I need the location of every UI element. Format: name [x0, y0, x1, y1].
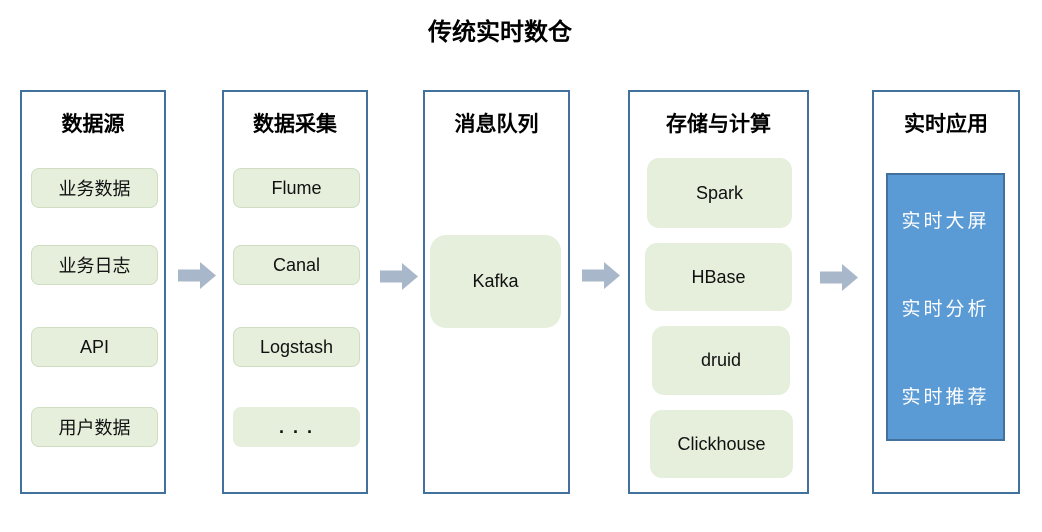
- box-hbase: HBase: [645, 243, 792, 311]
- column-realtime-app: 实时应用 实时大屏 实时分析 实时推荐: [872, 90, 1020, 494]
- box-clickhouse: Clickhouse: [650, 410, 793, 478]
- box-canal: Canal: [233, 245, 360, 285]
- arrow-right-icon: [178, 262, 216, 289]
- box-business-log: 业务日志: [31, 245, 158, 285]
- diagram-title: 传统实时数仓: [428, 19, 572, 46]
- column-storage-compute: 存储与计算 Spark HBase druid Clickhouse: [628, 90, 809, 494]
- arrow-right-icon: [820, 264, 858, 291]
- box-logstash: Logstash: [233, 327, 360, 367]
- realtime-app-panel: 实时大屏 实时分析 实时推荐: [886, 173, 1005, 441]
- label-realtime-analysis: 实时分析: [901, 298, 990, 320]
- arrow-right-icon: [380, 263, 418, 290]
- box-user-data: 用户数据: [31, 407, 158, 447]
- label-realtime-recommend: 实时推荐: [901, 386, 990, 408]
- box-kafka: Kafka: [430, 235, 561, 328]
- box-business-data: 业务数据: [31, 168, 158, 208]
- column-header-realtime-app: 实时应用: [904, 113, 988, 136]
- column-header-data-collect: 数据采集: [253, 113, 337, 136]
- column-header-storage-compute: 存储与计算: [666, 113, 771, 136]
- label-realtime-bigscreen: 实时大屏: [901, 210, 990, 232]
- column-data-source: 数据源 业务数据 业务日志 API 用户数据: [20, 90, 166, 494]
- arrow-right-icon: [582, 262, 620, 289]
- box-more-ellipsis: . . .: [233, 407, 360, 447]
- box-api: API: [31, 327, 158, 367]
- column-data-collect: 数据采集 Flume Canal Logstash . . .: [222, 90, 368, 494]
- box-flume: Flume: [233, 168, 360, 208]
- box-spark: Spark: [647, 158, 792, 228]
- column-message-queue: 消息队列 Kafka: [423, 90, 570, 494]
- box-druid: druid: [652, 326, 790, 395]
- column-header-data-source: 数据源: [61, 113, 125, 136]
- column-header-message-queue: 消息队列: [454, 113, 539, 136]
